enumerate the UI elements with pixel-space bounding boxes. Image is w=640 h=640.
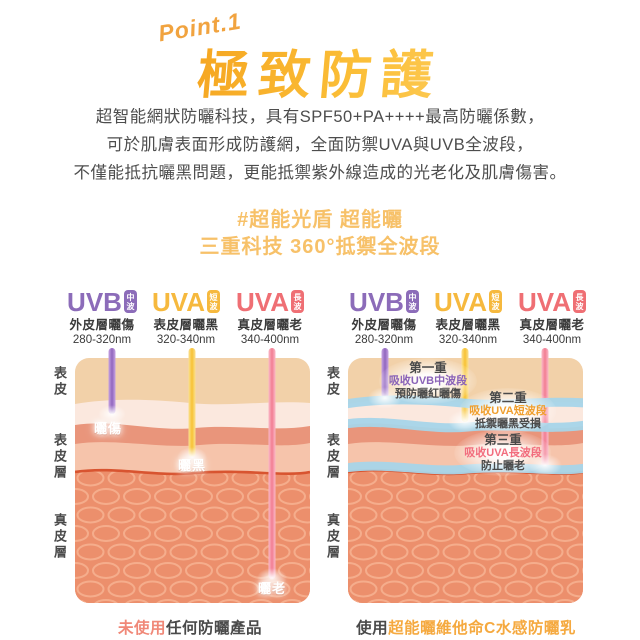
uva-short-wave-badge: 短波 xyxy=(206,290,220,313)
layer-1-absorb: 吸收UVB中波段 xyxy=(388,375,468,387)
intro-line-3: 不僅能抵抗曬黑問題，更能抵禦紫外線造成的光老化及肌膚傷害。 xyxy=(73,164,567,182)
uva-long-label: 真皮層曬老 xyxy=(519,318,585,332)
skin-label-epidermis: 表皮 xyxy=(325,366,340,398)
layer-2-title: 第二重 xyxy=(489,391,527,405)
uva-long-title: UVA xyxy=(518,287,571,317)
layer-2-effect: 抵禦曬黑受損 xyxy=(474,418,541,430)
tanning-badge: 曬黑 xyxy=(177,458,207,473)
uvb-label: 外皮層曬傷 xyxy=(69,318,135,332)
uvb-title: UVB xyxy=(67,287,122,317)
uvb-label: 外皮層曬傷 xyxy=(351,318,417,332)
uvb-wave-badge: 中波 xyxy=(123,290,137,313)
uva-short-label: 表皮層曬黑 xyxy=(435,318,501,332)
uva-long-label: 真皮層曬老 xyxy=(237,318,303,332)
uva-short-title: UVA xyxy=(152,287,205,317)
uva-short-title: UVA xyxy=(434,287,487,317)
uva-long-range: 340-400nm xyxy=(240,334,300,346)
layer-1-title: 第一重 xyxy=(409,361,447,375)
intro-paragraph: 超智能網狀防曬科技，具有SPF50+PA++++最高防曬係數， 可於肌膚表面形成… xyxy=(0,103,640,187)
intro-line-2: 可於肌膚表面形成防護網，全面防禦UVA與UVB全波段， xyxy=(106,136,534,154)
protection-layer-2-note: 第二重 吸收UVA短波段 抵禦曬黑受損 xyxy=(459,388,557,434)
skin-diagram-unprotected xyxy=(75,348,310,603)
caption-unprotected-rest: 任何防曬產品 xyxy=(166,620,263,637)
caption-unprotected-highlight: 未使用 xyxy=(117,620,166,637)
protection-layer-1-note: 第一重 吸收UVB中波段 預防曬紅曬傷 xyxy=(378,358,478,404)
page-title: 極致防護 xyxy=(0,33,640,108)
photoaging-badge: 曬老 xyxy=(257,581,287,596)
uva-long-ray xyxy=(268,348,276,579)
caption-protected-prefix: 使用 xyxy=(356,620,389,637)
uvb-title: UVB xyxy=(349,287,404,317)
skin-label-epidermis-layer: 表皮層 xyxy=(325,433,340,481)
slogan-line-2: 三重科技 360°抵禦全波段 xyxy=(199,236,441,258)
layer-3-title: 第三重 xyxy=(484,433,522,447)
skin-label-dermis-layer: 真皮層 xyxy=(325,513,340,561)
skin-label-epidermis: 表皮 xyxy=(52,366,67,398)
layer-3-absorb: 吸收UVA長波段 xyxy=(464,447,542,459)
slogan-line-1: #超能光盾 超能曬 xyxy=(237,209,403,231)
layer-2-absorb: 吸收UVA短波段 xyxy=(469,405,547,417)
uvb-ray xyxy=(108,348,116,414)
skin-label-epidermis-layer: 表皮層 xyxy=(52,433,67,481)
uva-long-wave-badge: 長波 xyxy=(290,290,304,313)
uva-long-title: UVA xyxy=(236,287,289,317)
caption-unprotected: 未使用任何防曬產品 xyxy=(118,616,262,638)
uva-short-range: 320-340nm xyxy=(156,334,216,346)
intro-line-1: 超智能網狀防曬科技，具有SPF50+PA++++最高防曬係數， xyxy=(95,108,545,126)
layer-3-effect: 防止曬老 xyxy=(480,460,525,472)
uvb-range: 280-320nm xyxy=(354,334,414,346)
skin-label-dermis-layer: 真皮層 xyxy=(52,513,67,561)
layer-1-effect: 預防曬紅曬傷 xyxy=(394,388,461,400)
uva-short-range: 320-340nm xyxy=(438,334,498,346)
uva-short-ray xyxy=(188,348,196,457)
uva-long-wave-badge: 長波 xyxy=(572,290,586,313)
uvb-wave-badge: 中波 xyxy=(405,290,419,313)
sunburn-badge: 曬傷 xyxy=(93,421,123,436)
uva-short-wave-badge: 短波 xyxy=(488,290,502,313)
caption-protected-product: 超能曬維他命C水感防曬乳 xyxy=(388,620,576,637)
caption-protected: 使用超能曬維他命C水感防曬乳 xyxy=(356,616,576,638)
uva-long-range: 340-400nm xyxy=(522,334,582,346)
protection-layer-3-note: 第三重 吸收UVA長波段 防止曬老 xyxy=(454,430,552,476)
uvb-range: 280-320nm xyxy=(72,334,132,346)
slogan: #超能光盾 超能曬 三重科技 360°抵禦全波段 xyxy=(0,207,640,261)
uva-short-label: 表皮層曬黑 xyxy=(153,318,219,332)
